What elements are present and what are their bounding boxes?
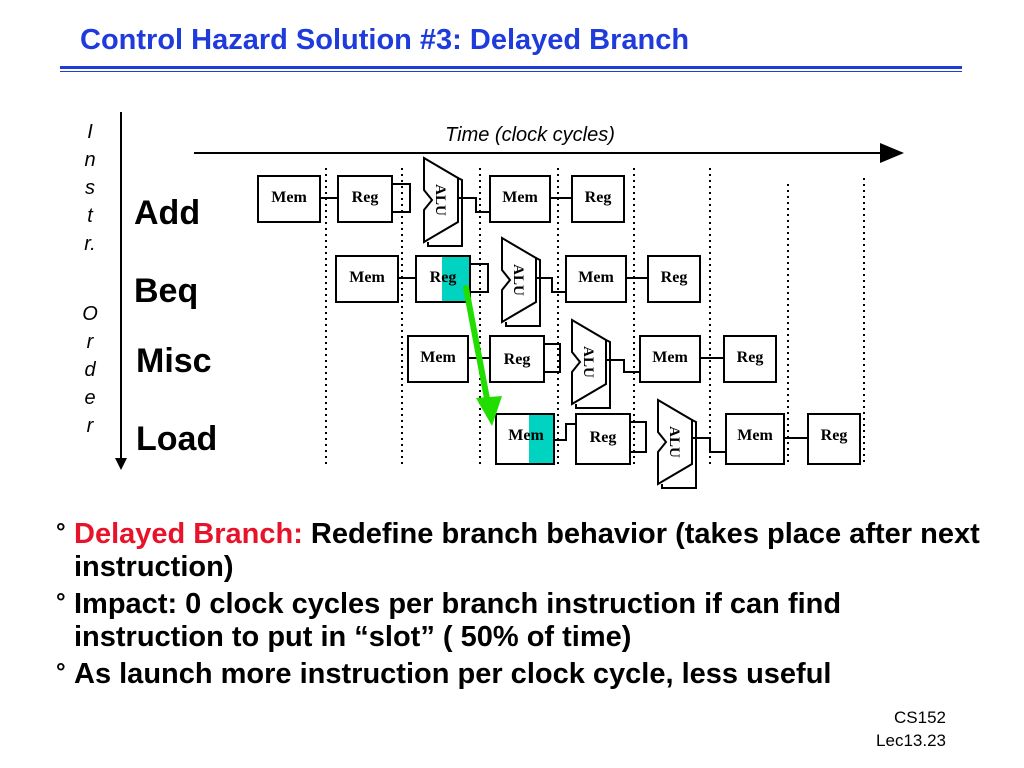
mem-stage-label: Mem bbox=[502, 189, 538, 206]
reg-stage-label: Reg bbox=[590, 429, 617, 446]
course-code: CS152 bbox=[894, 708, 946, 727]
bullet-mark: ° bbox=[56, 589, 66, 616]
title-rule-thin bbox=[60, 71, 962, 72]
mem-stage-label: Mem bbox=[508, 427, 544, 444]
slide-title: Control Hazard Solution #3: Delayed Bran… bbox=[80, 24, 690, 56]
reg-stage-box bbox=[571, 175, 625, 223]
stage-connector bbox=[392, 183, 411, 213]
alu-side-shadow bbox=[575, 339, 611, 409]
alu-stage-label: ALU bbox=[432, 184, 448, 216]
stage-connector bbox=[692, 437, 726, 453]
axis-letter: e bbox=[84, 387, 96, 409]
axis-letter: t bbox=[87, 205, 93, 227]
alu-stage-label: ALU bbox=[580, 346, 596, 378]
mem-stage-label: Mem bbox=[578, 269, 614, 286]
stage-connector bbox=[554, 423, 576, 441]
stage-connector bbox=[630, 421, 647, 453]
axis-letter: r bbox=[86, 331, 94, 353]
reg-stage-label: Reg bbox=[821, 427, 848, 444]
instruction-label-misc: Misc bbox=[136, 342, 212, 380]
mem-stage-box bbox=[407, 335, 469, 383]
bullet-item: ° Delayed Branch: Redefine branch behavi… bbox=[56, 518, 986, 584]
stage-connector bbox=[544, 343, 561, 373]
bullet-lead-text: Delayed Branch: bbox=[74, 518, 303, 550]
reg-stage-label: Reg bbox=[661, 269, 688, 286]
axis-letter: O bbox=[82, 303, 98, 325]
mem-stage-box bbox=[257, 175, 321, 223]
bullet-item: ° As launch more instruction per clock c… bbox=[56, 658, 986, 691]
axis-letter: I bbox=[87, 121, 93, 143]
stage-connector bbox=[606, 359, 640, 373]
reg-stage-box bbox=[723, 335, 777, 383]
instruction-label-beq: Beq bbox=[134, 272, 199, 310]
bullet-list: ° Delayed Branch: Redefine branch behavi… bbox=[56, 518, 986, 695]
title-rule-thick bbox=[60, 66, 962, 69]
lecture-number: Lec13.23 bbox=[876, 731, 946, 750]
mem-highlight bbox=[529, 415, 553, 463]
reg-stage-box bbox=[337, 175, 393, 223]
bullet-mark: ° bbox=[56, 519, 66, 546]
bullet-text: Impact: 0 clock cycles per branch instru… bbox=[74, 588, 842, 653]
pipeline-row-add: Mem Reg ALU Mem Reg bbox=[257, 156, 625, 247]
axis-letter: r. bbox=[84, 233, 96, 255]
stage-connector bbox=[470, 263, 489, 293]
alu-stage-label: ALU bbox=[666, 426, 682, 458]
alu-side-shadow bbox=[505, 257, 541, 327]
reg-stage-label: Reg bbox=[737, 349, 764, 366]
reg-stage-box bbox=[807, 413, 861, 465]
time-axis-label: Time (clock cycles) bbox=[445, 124, 615, 146]
mem-stage-box bbox=[639, 335, 701, 383]
instruction-order-arrowhead bbox=[115, 458, 127, 470]
mem-stage-label: Mem bbox=[271, 189, 307, 206]
reg-stage-label: Reg bbox=[504, 351, 531, 368]
alu-stage-shape bbox=[657, 398, 693, 486]
axis-letter: r bbox=[86, 415, 94, 437]
mem-stage-box bbox=[335, 255, 399, 303]
alu-stage-shape bbox=[423, 156, 459, 244]
mem-stage-box bbox=[489, 175, 551, 223]
alu-side-shadow bbox=[661, 419, 697, 489]
pipeline-row-misc: Mem Reg ALU Mem Reg bbox=[407, 318, 777, 409]
axis-letter: d bbox=[84, 359, 96, 381]
mem-stage-label: Mem bbox=[652, 349, 688, 366]
pipeline-row-beq: Mem Reg ALU Mem Reg bbox=[335, 236, 701, 327]
instruction-label-load: Load bbox=[136, 420, 218, 458]
mem-stage-label: Mem bbox=[420, 349, 456, 366]
reg-stage-box bbox=[575, 413, 631, 465]
reg-stage-label: Reg bbox=[430, 269, 457, 286]
stage-connector bbox=[536, 277, 566, 293]
pipeline-row-load: Mem Reg ALU Mem Reg bbox=[495, 398, 861, 489]
alu-stage-shape bbox=[571, 318, 607, 406]
stage-connector bbox=[458, 197, 490, 213]
bullet-mark: ° bbox=[56, 659, 66, 686]
alu-stage-shape bbox=[501, 236, 537, 324]
alu-side-shadow bbox=[427, 177, 463, 247]
bullet-text: As launch more instruction per clock cyc… bbox=[74, 658, 832, 690]
mem-stage-label: Mem bbox=[737, 427, 773, 444]
alu-stage-label: ALU bbox=[510, 264, 526, 296]
mem-stage-label: Mem bbox=[349, 269, 385, 286]
slide-footer: CS152 Lec13.23 bbox=[876, 706, 946, 752]
reg-stage-label: Reg bbox=[352, 189, 379, 206]
reg-stage-box bbox=[489, 335, 545, 383]
axis-letter: s bbox=[85, 177, 95, 199]
reg-stage-label: Reg bbox=[585, 189, 612, 206]
instruction-label-add: Add bbox=[134, 194, 201, 232]
bullet-text: Redefine branch behavior (takes place af… bbox=[74, 518, 980, 583]
bullet-item: ° Impact: 0 clock cycles per branch inst… bbox=[56, 588, 986, 654]
axis-letter: n bbox=[84, 149, 96, 171]
branch-dependency-arrow bbox=[463, 285, 502, 426]
